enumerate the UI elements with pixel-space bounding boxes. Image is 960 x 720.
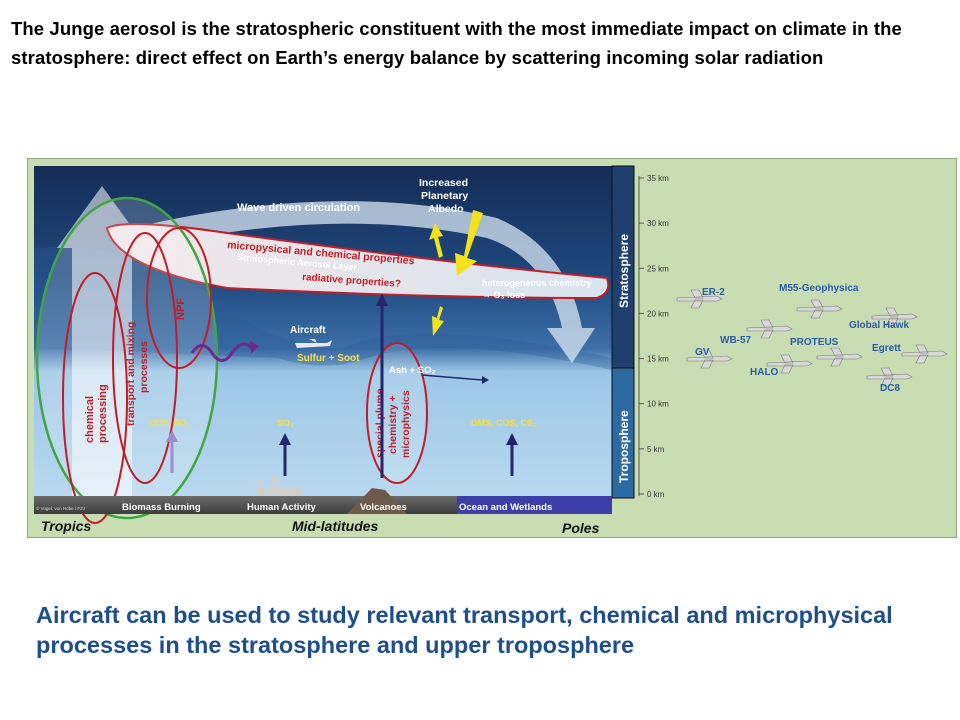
human-label: Human Activity [247, 502, 317, 513]
aircraft-name-label: GV [695, 347, 710, 358]
plume-label-2: chemistry + [387, 395, 399, 454]
copyright-label: © Vogel, von Hobe / FZJ [36, 505, 85, 511]
sulfur-soot-label: Sulfur + Soot [297, 353, 360, 364]
volcanoes-label: Volcanoes [360, 502, 407, 513]
ocean-strip [457, 496, 612, 514]
poles-label: Poles [562, 520, 600, 536]
altitude-tick-label: 15 km [647, 355, 669, 364]
het-chem-label: heterogeneous chemistry [482, 278, 592, 288]
sun-ray-arrow [455, 210, 483, 276]
altitude-tick-label: 10 km [647, 400, 669, 409]
aircraft-icon [295, 339, 332, 348]
aircraft-silhouette [766, 354, 813, 374]
header-text: The Junge aerosol is the stratospheric c… [11, 18, 902, 68]
chemical-processing-ellipse [62, 272, 128, 524]
altitude-scale: 35 km 30 km 25 km 20 km 15 km 10 km 5 km 0 km [638, 174, 669, 499]
aircraft-name-label: HALO [750, 367, 779, 378]
plume-label-3: microphysics [400, 390, 412, 458]
reflected-ray-up [429, 223, 443, 258]
plume-label-1: special plume [374, 388, 386, 458]
aircraft-name-label: Egrett [872, 343, 902, 354]
aircraft-name-label: ER-2 [702, 287, 725, 298]
ocean-label: Ocean and Wetlands [459, 502, 552, 513]
altitude-tick-label: 35 km [647, 174, 669, 183]
transport-processes-label: processes [138, 341, 150, 393]
wavy-arrow [190, 342, 254, 362]
footer-text: Aircraft can be used to study relevant t… [36, 602, 893, 658]
biomass-label: Biomass Burning [122, 502, 201, 513]
midlat-label: Mid-latitudes [292, 518, 379, 534]
aircraft-silhouette [796, 299, 843, 319]
aerosol-diagram: Stratosphere Troposphere 35 km 30 km 25 km… [26, 157, 958, 539]
cos-so2-label: COS, SO₂ [149, 418, 191, 428]
ash-arrow [421, 374, 483, 381]
chemical-label: chemical [84, 396, 96, 443]
transport-label: transport and mixing [125, 322, 137, 426]
factory-shape [257, 476, 302, 496]
tropics-label: Tropics [41, 518, 92, 534]
volcano-shape [347, 488, 407, 514]
altitude-tick-label: 0 km [647, 490, 665, 499]
aircraft-silhouette [676, 289, 723, 309]
npf-ellipse [146, 227, 212, 369]
dms-label: DMS, COS, CS₂ [471, 418, 537, 428]
aircraft-label: Aircraft [290, 325, 326, 336]
albedo-label-2: Planetary [421, 190, 468, 202]
altitude-tick-label: 5 km [647, 445, 665, 454]
transport-ellipse [112, 232, 178, 484]
reflected-ray-down [432, 306, 444, 336]
ozone-loss-label: → O₃ loss [482, 290, 525, 300]
wave-circulation-label: Wave driven circulation [237, 202, 360, 214]
altitude-tick-label: 30 km [647, 219, 669, 228]
aircraft-name-label: WB-57 [720, 335, 752, 346]
aircraft-silhouette [866, 367, 913, 387]
ash-label: Ash + SO₂ [389, 365, 436, 376]
stratosphere-label: Stratosphere [617, 234, 631, 308]
aircraft-silhouette [871, 307, 918, 327]
aircraft-name-label: DC8 [880, 383, 900, 394]
albedo-label-1: Increased [419, 177, 468, 189]
altitude-tick-label: 25 km [647, 264, 669, 273]
aircraft-silhouette [816, 347, 863, 367]
processing-label: processing [97, 384, 109, 443]
aircraft-silhouette [901, 344, 948, 364]
albedo-label-3: Albedo [428, 203, 464, 215]
altitude-tick-label: 20 km [647, 309, 669, 318]
aircraft-silhouette [746, 319, 793, 339]
aircraft-name-label: Global Hawk [849, 320, 909, 331]
npf-label: NPF [175, 298, 187, 320]
troposphere-column [611, 367, 635, 499]
aircraft-name-label: M55-Geophysica [779, 283, 859, 294]
aircraft-silhouette [686, 349, 733, 369]
troposphere-label: Troposphere [617, 410, 631, 483]
aerosol-layer-band [105, 223, 610, 300]
aircraft-name-label: PROTEUS [790, 337, 839, 348]
so2-label: SO₂ [277, 418, 294, 428]
